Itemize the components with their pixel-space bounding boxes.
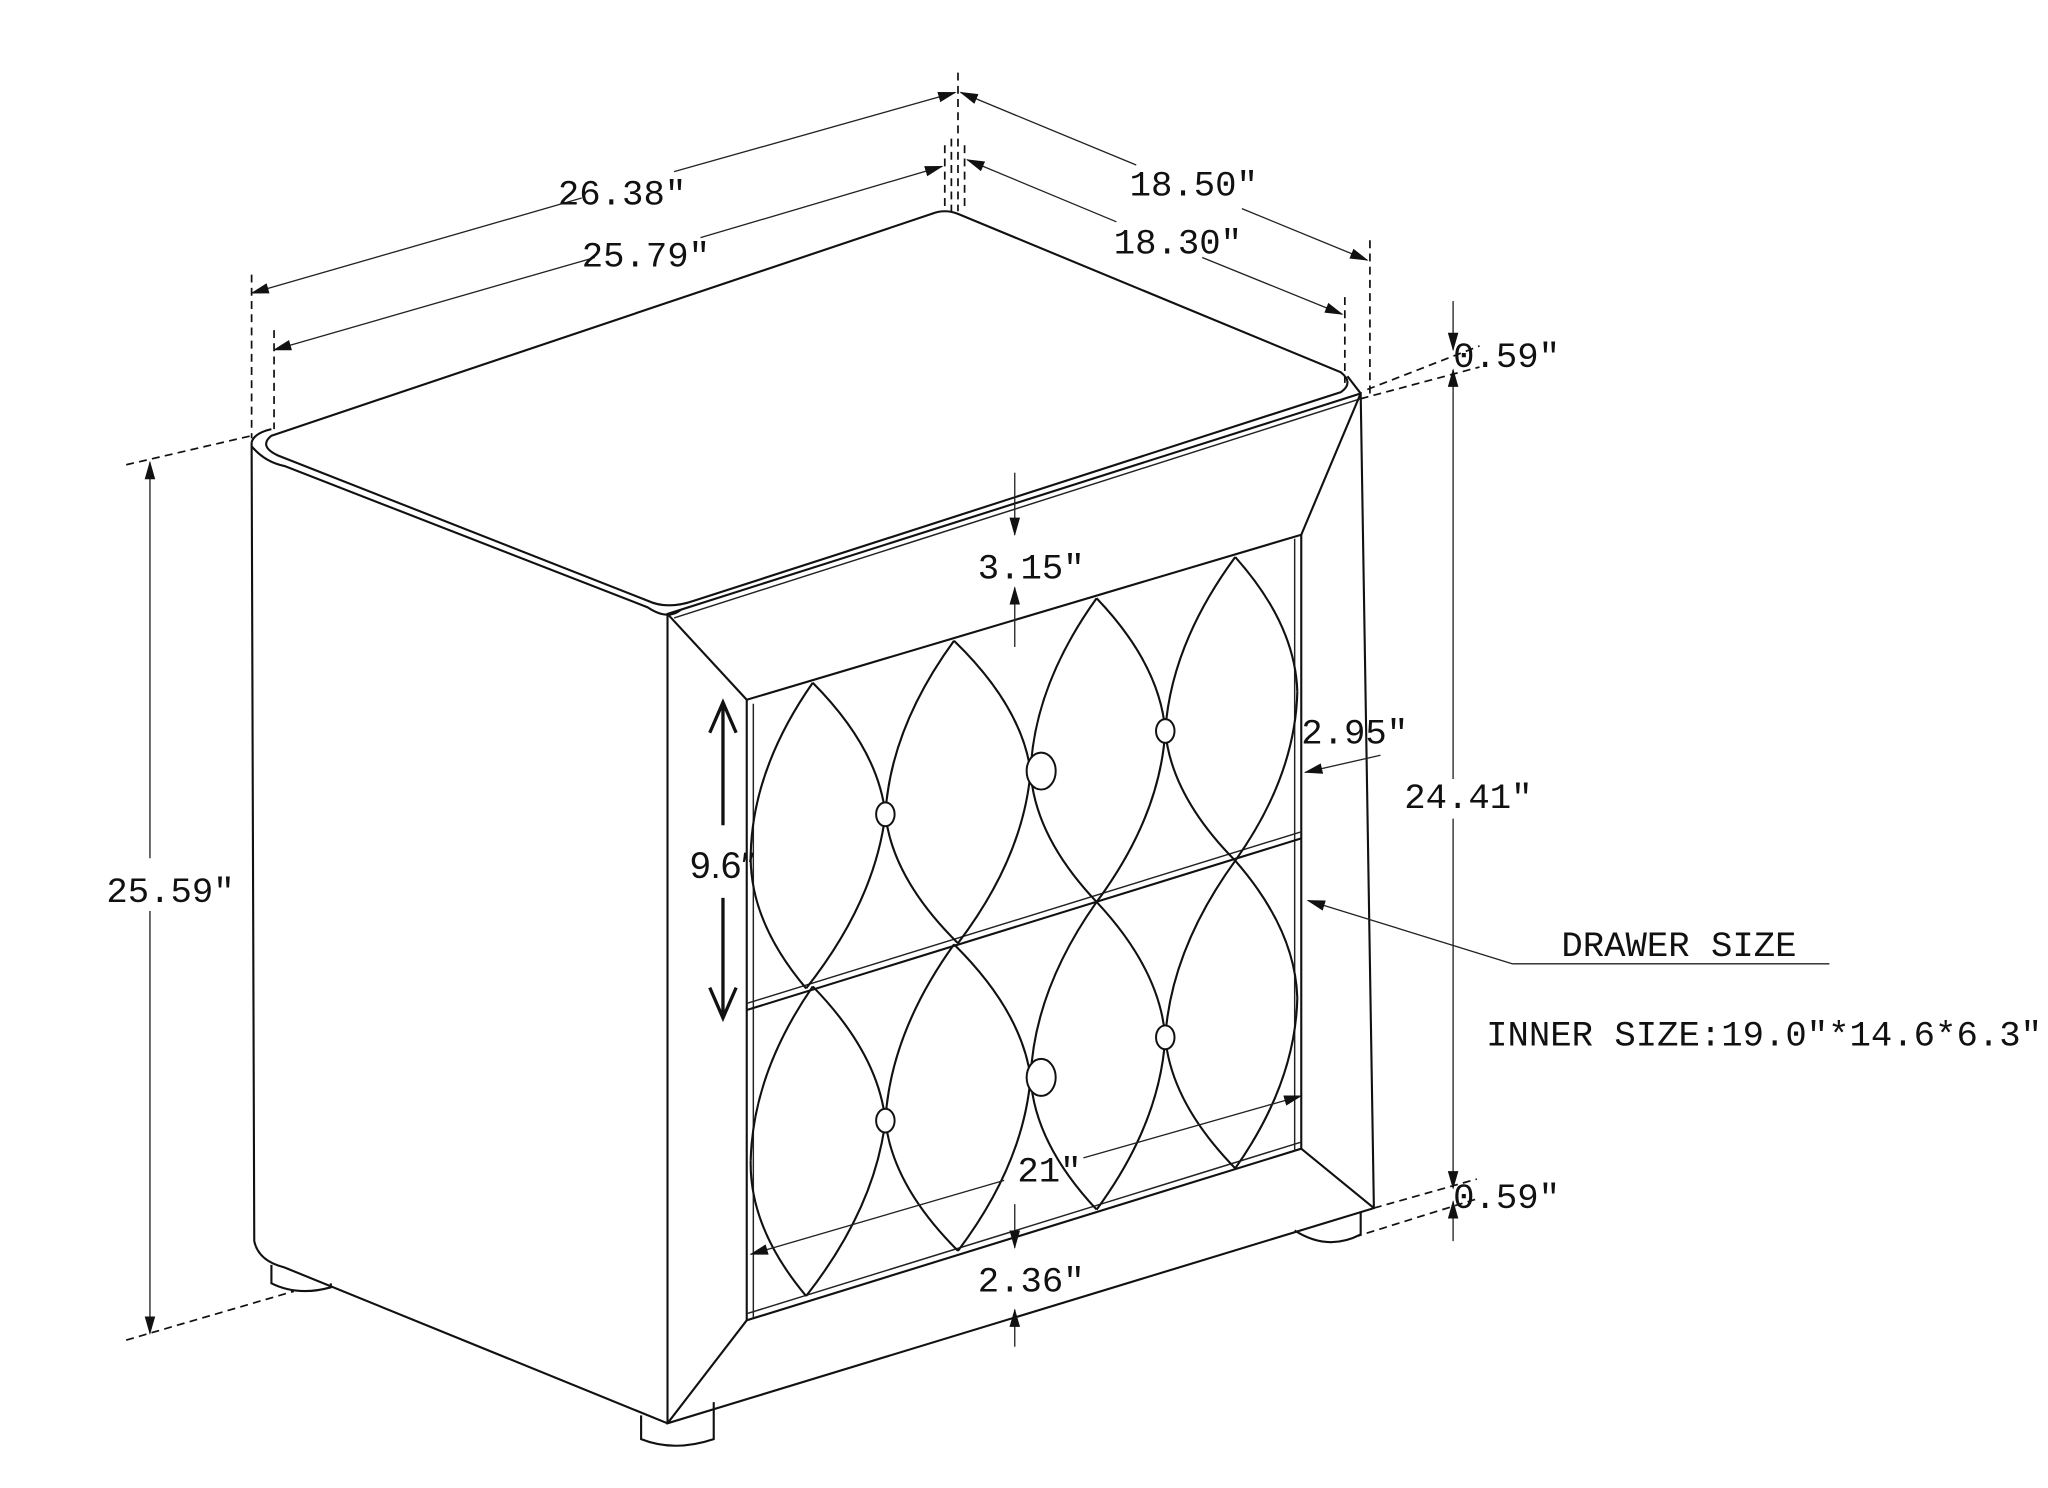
tuft-seam [1234, 859, 1299, 999]
tuft-seam [1234, 556, 1299, 692]
tuft-seam [953, 943, 1032, 1078]
label-drawer-height: 9.6″ [690, 845, 754, 886]
tuft-seam [953, 639, 1032, 772]
label-base-thickness: 0.59″ [1453, 1178, 1560, 1219]
tuft-seam [811, 682, 887, 815]
dimension-labels: 26.38″ 25.79″ 18.50″ 18.30″ 0.59″ 24.41″… [106, 165, 2042, 1302]
label-body-height: 24.41″ [1404, 778, 1532, 819]
tufted-pattern [749, 556, 1299, 1297]
label-top-width: 25.79″ [582, 237, 710, 278]
foot-left [270, 1264, 332, 1293]
tuft-seam [884, 814, 959, 944]
label-inner-size: INNER SIZE:19.0″*14.6*6.3″ [1486, 1016, 2042, 1057]
tuft-button [1155, 718, 1176, 744]
label-overall-depth: 18.50″ [1130, 165, 1258, 206]
label-drawer-size: DRAWER SIZE [1561, 926, 1796, 967]
tuft-seam [805, 814, 887, 990]
tuft-seam [1164, 1037, 1237, 1170]
tuft-button [1155, 1024, 1176, 1051]
tuft-seam [749, 985, 814, 1161]
tuft-seam [884, 1120, 959, 1252]
drawer-divider [746, 837, 1302, 1012]
tuft-seam [811, 985, 887, 1121]
label-top-depth: 18.30″ [1114, 224, 1242, 265]
label-overall-width: 26.38″ [558, 175, 686, 216]
label-side-frame: 2.95″ [1301, 713, 1408, 754]
tuft-seam [1164, 556, 1237, 732]
tuft-button [875, 801, 896, 828]
tuft-seam [957, 770, 1032, 944]
label-top-rail: 3.15″ [978, 548, 1085, 589]
tuft-seam [1095, 730, 1167, 903]
tuft-seam [1029, 597, 1098, 772]
tuft-seam [957, 1077, 1032, 1252]
left-side-panel [250, 442, 668, 1425]
tuft-seam [1234, 997, 1299, 1169]
label-overall-height: 25.59″ [106, 872, 234, 913]
top-surface [265, 210, 1349, 607]
tuft-seam [805, 1120, 887, 1297]
tuft-seam [749, 682, 814, 855]
tuft-seam [1164, 730, 1237, 862]
tuft-seam [1095, 597, 1167, 732]
tuft-button [875, 1107, 896, 1134]
drawer-knob[interactable] [1025, 1057, 1057, 1097]
cabinet [250, 210, 1375, 1447]
foot-front [640, 1402, 715, 1447]
tuft-seam [1095, 901, 1167, 1038]
dimension-lines [125, 72, 1830, 1347]
tuft-seam [749, 854, 807, 990]
tuft-seam [1164, 860, 1237, 1038]
tuft-seam [749, 1160, 807, 1297]
tuft-seam [1234, 691, 1299, 862]
label-bottom-rail: 2.36″ [978, 1261, 1085, 1302]
tuft-seam [1029, 901, 1098, 1078]
tuft-seam [884, 943, 955, 1121]
tuft-seam [884, 640, 955, 815]
label-drawer-width: 21″ [1017, 1152, 1081, 1193]
drawer-knob[interactable] [1025, 751, 1057, 791]
tuft-seam [1029, 771, 1098, 903]
tuft-seam [1095, 1037, 1167, 1211]
foot-right [1294, 1212, 1362, 1244]
label-top-thickness: 0.59″ [1453, 337, 1560, 378]
